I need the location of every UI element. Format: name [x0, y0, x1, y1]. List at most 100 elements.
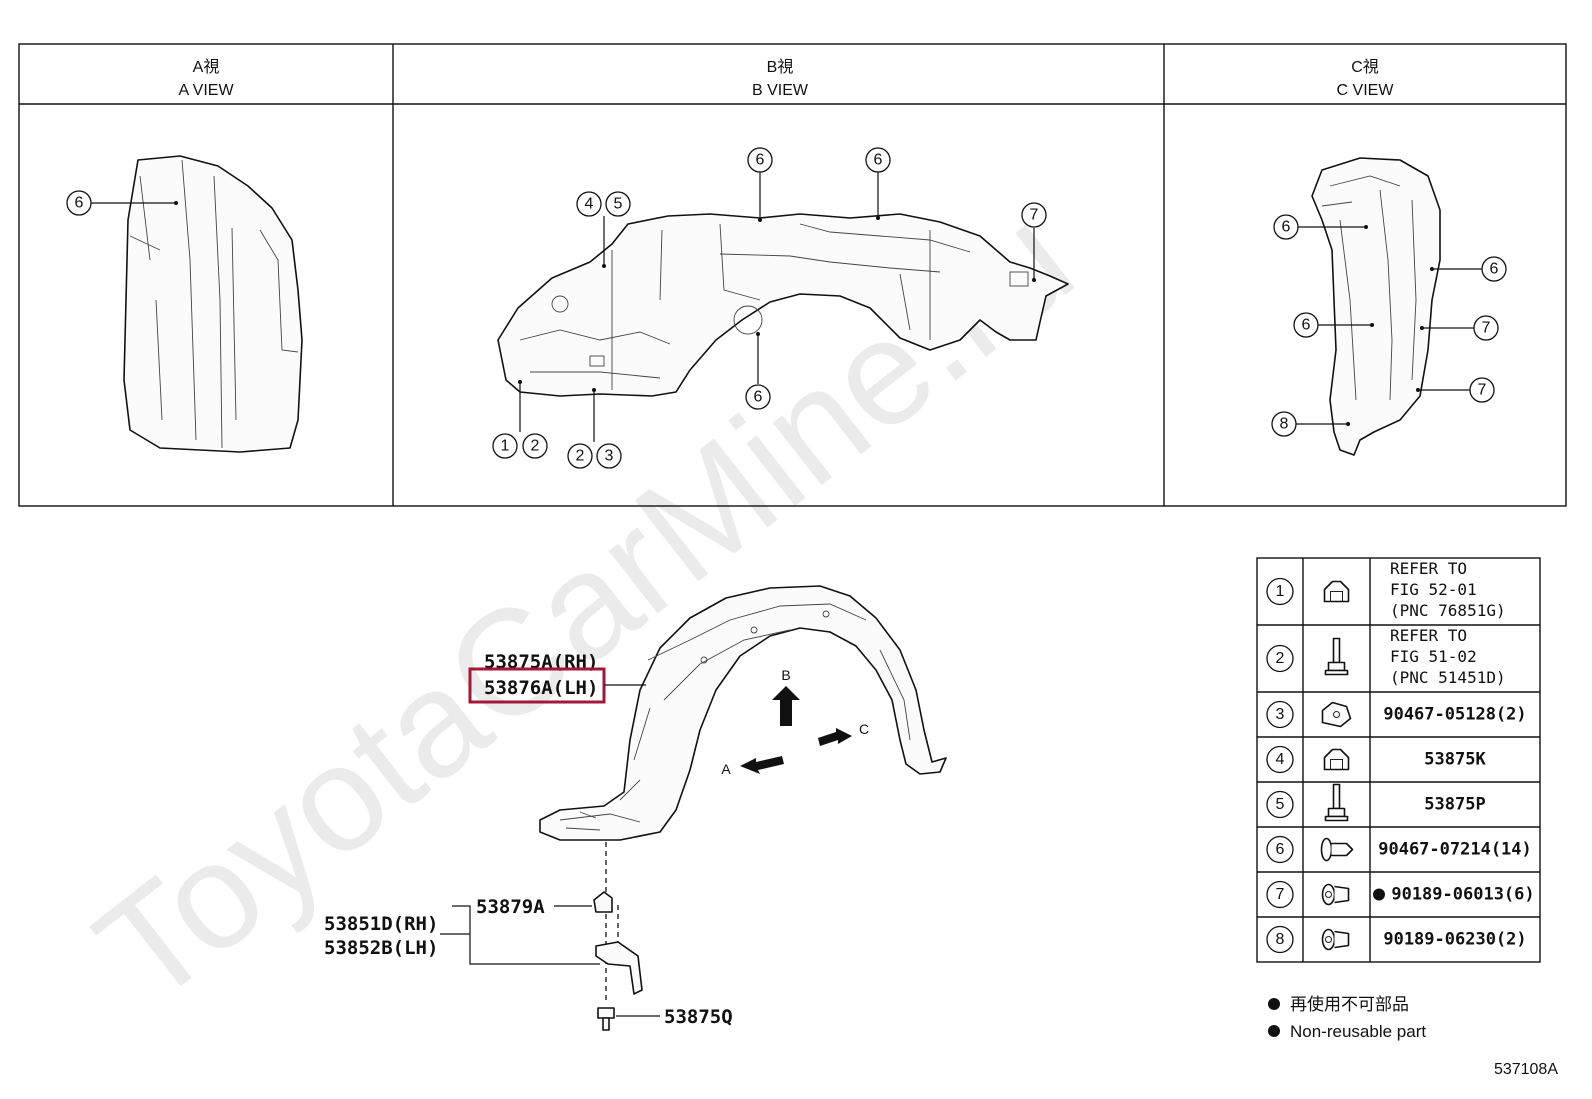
row-number-circle	[1266, 790, 1294, 819]
callout-3	[596, 443, 622, 469]
callout-label: 5	[614, 196, 623, 213]
row-reference-text: FIG 51-02	[1390, 647, 1477, 666]
arrow-a-label: A	[721, 761, 731, 777]
row-part-number: 90467-05128(2)	[1383, 705, 1526, 725]
row-number-circle	[1266, 577, 1294, 606]
b-view-drawing: 4 5 6 6 7 1 2 2 3 6	[492, 147, 1069, 469]
callout-7	[1469, 377, 1495, 403]
callout-label: 7	[1482, 320, 1491, 337]
callout-2	[567, 443, 593, 469]
bolt-icon	[1324, 783, 1349, 822]
callout-label: 6	[1282, 219, 1291, 236]
parts-table-row: 1 REFER TO FIG 52-01 (PNC 76851G)	[1266, 559, 1506, 620]
row-reference-text: (PNC 51451D)	[1390, 668, 1506, 687]
callout-4	[576, 191, 602, 217]
callout-6	[1273, 214, 1299, 240]
callout-label: 2	[531, 438, 540, 455]
screw-grommet-icon	[1321, 928, 1350, 951]
row-number: 2	[1276, 650, 1285, 667]
callout-6	[745, 384, 771, 410]
bracket-lh-part-number: 53852B(LH)	[324, 937, 438, 959]
callout-label: 7	[1030, 207, 1039, 224]
c-view-title: C VIEW	[1337, 82, 1395, 99]
callout-label: 6	[1302, 317, 1311, 334]
a-view-title-jp: A視	[193, 58, 220, 76]
nut-clip-icon	[1321, 701, 1352, 728]
bracket-rh-part-number: 53851D(RH)	[324, 913, 438, 935]
clip-icon	[593, 891, 613, 913]
arrow-a-icon	[740, 756, 784, 774]
arrow-c-label: C	[859, 721, 869, 737]
figure-id: 537108A	[1494, 1061, 1558, 1078]
row-reference-text: (PNC 76851G)	[1390, 601, 1506, 620]
clip-part-number: 53879A	[476, 896, 545, 918]
callout-6	[1481, 256, 1507, 282]
parts-table-border	[1256, 557, 1541, 963]
row-number: 1	[1276, 583, 1285, 600]
row-part-number: 53875K	[1424, 750, 1486, 770]
row-part-number: 90467-07214(14)	[1378, 840, 1532, 860]
clip-icon	[1323, 748, 1350, 771]
callout-7	[1473, 315, 1499, 341]
row-number: 3	[1276, 706, 1285, 723]
view-panel-border	[18, 43, 1567, 507]
row-reference-text: REFER TO	[1390, 559, 1467, 578]
callout-label: 6	[75, 195, 84, 212]
callout-6	[66, 190, 92, 216]
callout-7	[1021, 202, 1047, 228]
callout-6	[1293, 312, 1319, 338]
push-clip-icon	[1320, 837, 1354, 862]
legend-jp: 再使用不可部品	[1290, 994, 1409, 1014]
callout-label: 1	[501, 438, 510, 455]
callout-6	[865, 147, 891, 173]
callout-label: 6	[874, 152, 883, 169]
b-view-title: B VIEW	[752, 82, 809, 99]
row-number-circle	[1266, 745, 1294, 774]
liner-lh-part-number: 53876A(LH)	[484, 677, 598, 699]
row-part-number: 53875P	[1424, 795, 1485, 815]
row-number: 4	[1276, 751, 1285, 768]
legend-en: Non-reusable part	[1290, 1022, 1426, 1041]
row-part-number: 90189-06013(6)	[1391, 885, 1534, 905]
c-view-title-jp: C視	[1351, 58, 1379, 76]
callout-2	[522, 433, 548, 459]
a-view-drawing: 6	[66, 155, 303, 453]
c-view-drawing: 6 6 8 6 7 7	[1271, 157, 1507, 456]
a-view-title: A VIEW	[178, 82, 234, 99]
callout-label: 8	[1280, 416, 1289, 433]
fender-liner-drawing: B A C 53875A(RH) 53876A(LH) 53879A 53875…	[324, 585, 947, 1031]
row-number: 6	[1276, 841, 1285, 858]
parts-table-row: 6 90467-07214(14)	[1257, 826, 1540, 864]
non-reusable-dot-icon	[1268, 998, 1280, 1010]
arrow-c-icon	[818, 728, 852, 746]
screw-grommet-icon	[1321, 883, 1350, 906]
callout-label: 6	[756, 152, 765, 169]
callout-label: 3	[605, 448, 614, 465]
callout-8	[1271, 411, 1297, 437]
row-number-circle	[1266, 835, 1294, 864]
callout-label: 6	[1490, 261, 1499, 278]
b-view-title-jp: B視	[767, 58, 794, 76]
parts-table: 1 REFER TO FIG 52-01 (PNC 76851G) 2 REFER TO F…	[1256, 557, 1541, 963]
bolt-icon	[597, 1007, 615, 1031]
arrow-b-label: B	[781, 667, 790, 683]
row-number: 5	[1276, 796, 1285, 813]
clip-icon	[1323, 580, 1350, 603]
parts-table-row: 4 53875K	[1257, 736, 1540, 774]
callout-label: 7	[1478, 382, 1487, 399]
view-panel: A視 A VIEW B視 B VIEW C視 C VIEW	[18, 43, 1567, 507]
callout-6	[747, 147, 773, 173]
bolt-part-number: 53875Q	[664, 1006, 733, 1028]
non-reusable-dot-icon	[1268, 1025, 1280, 1037]
callout-label: 2	[576, 448, 585, 465]
parts-table-row: 5 53875P	[1257, 781, 1540, 822]
callout-label: 4	[585, 196, 594, 213]
row-reference-text: FIG 52-01	[1390, 580, 1477, 599]
arrow-b-icon	[772, 686, 800, 726]
parts-table-row: 3 90467-05128(2)	[1257, 691, 1540, 729]
legend: 再使用不可部品 Non-reusable part	[1268, 994, 1426, 1041]
